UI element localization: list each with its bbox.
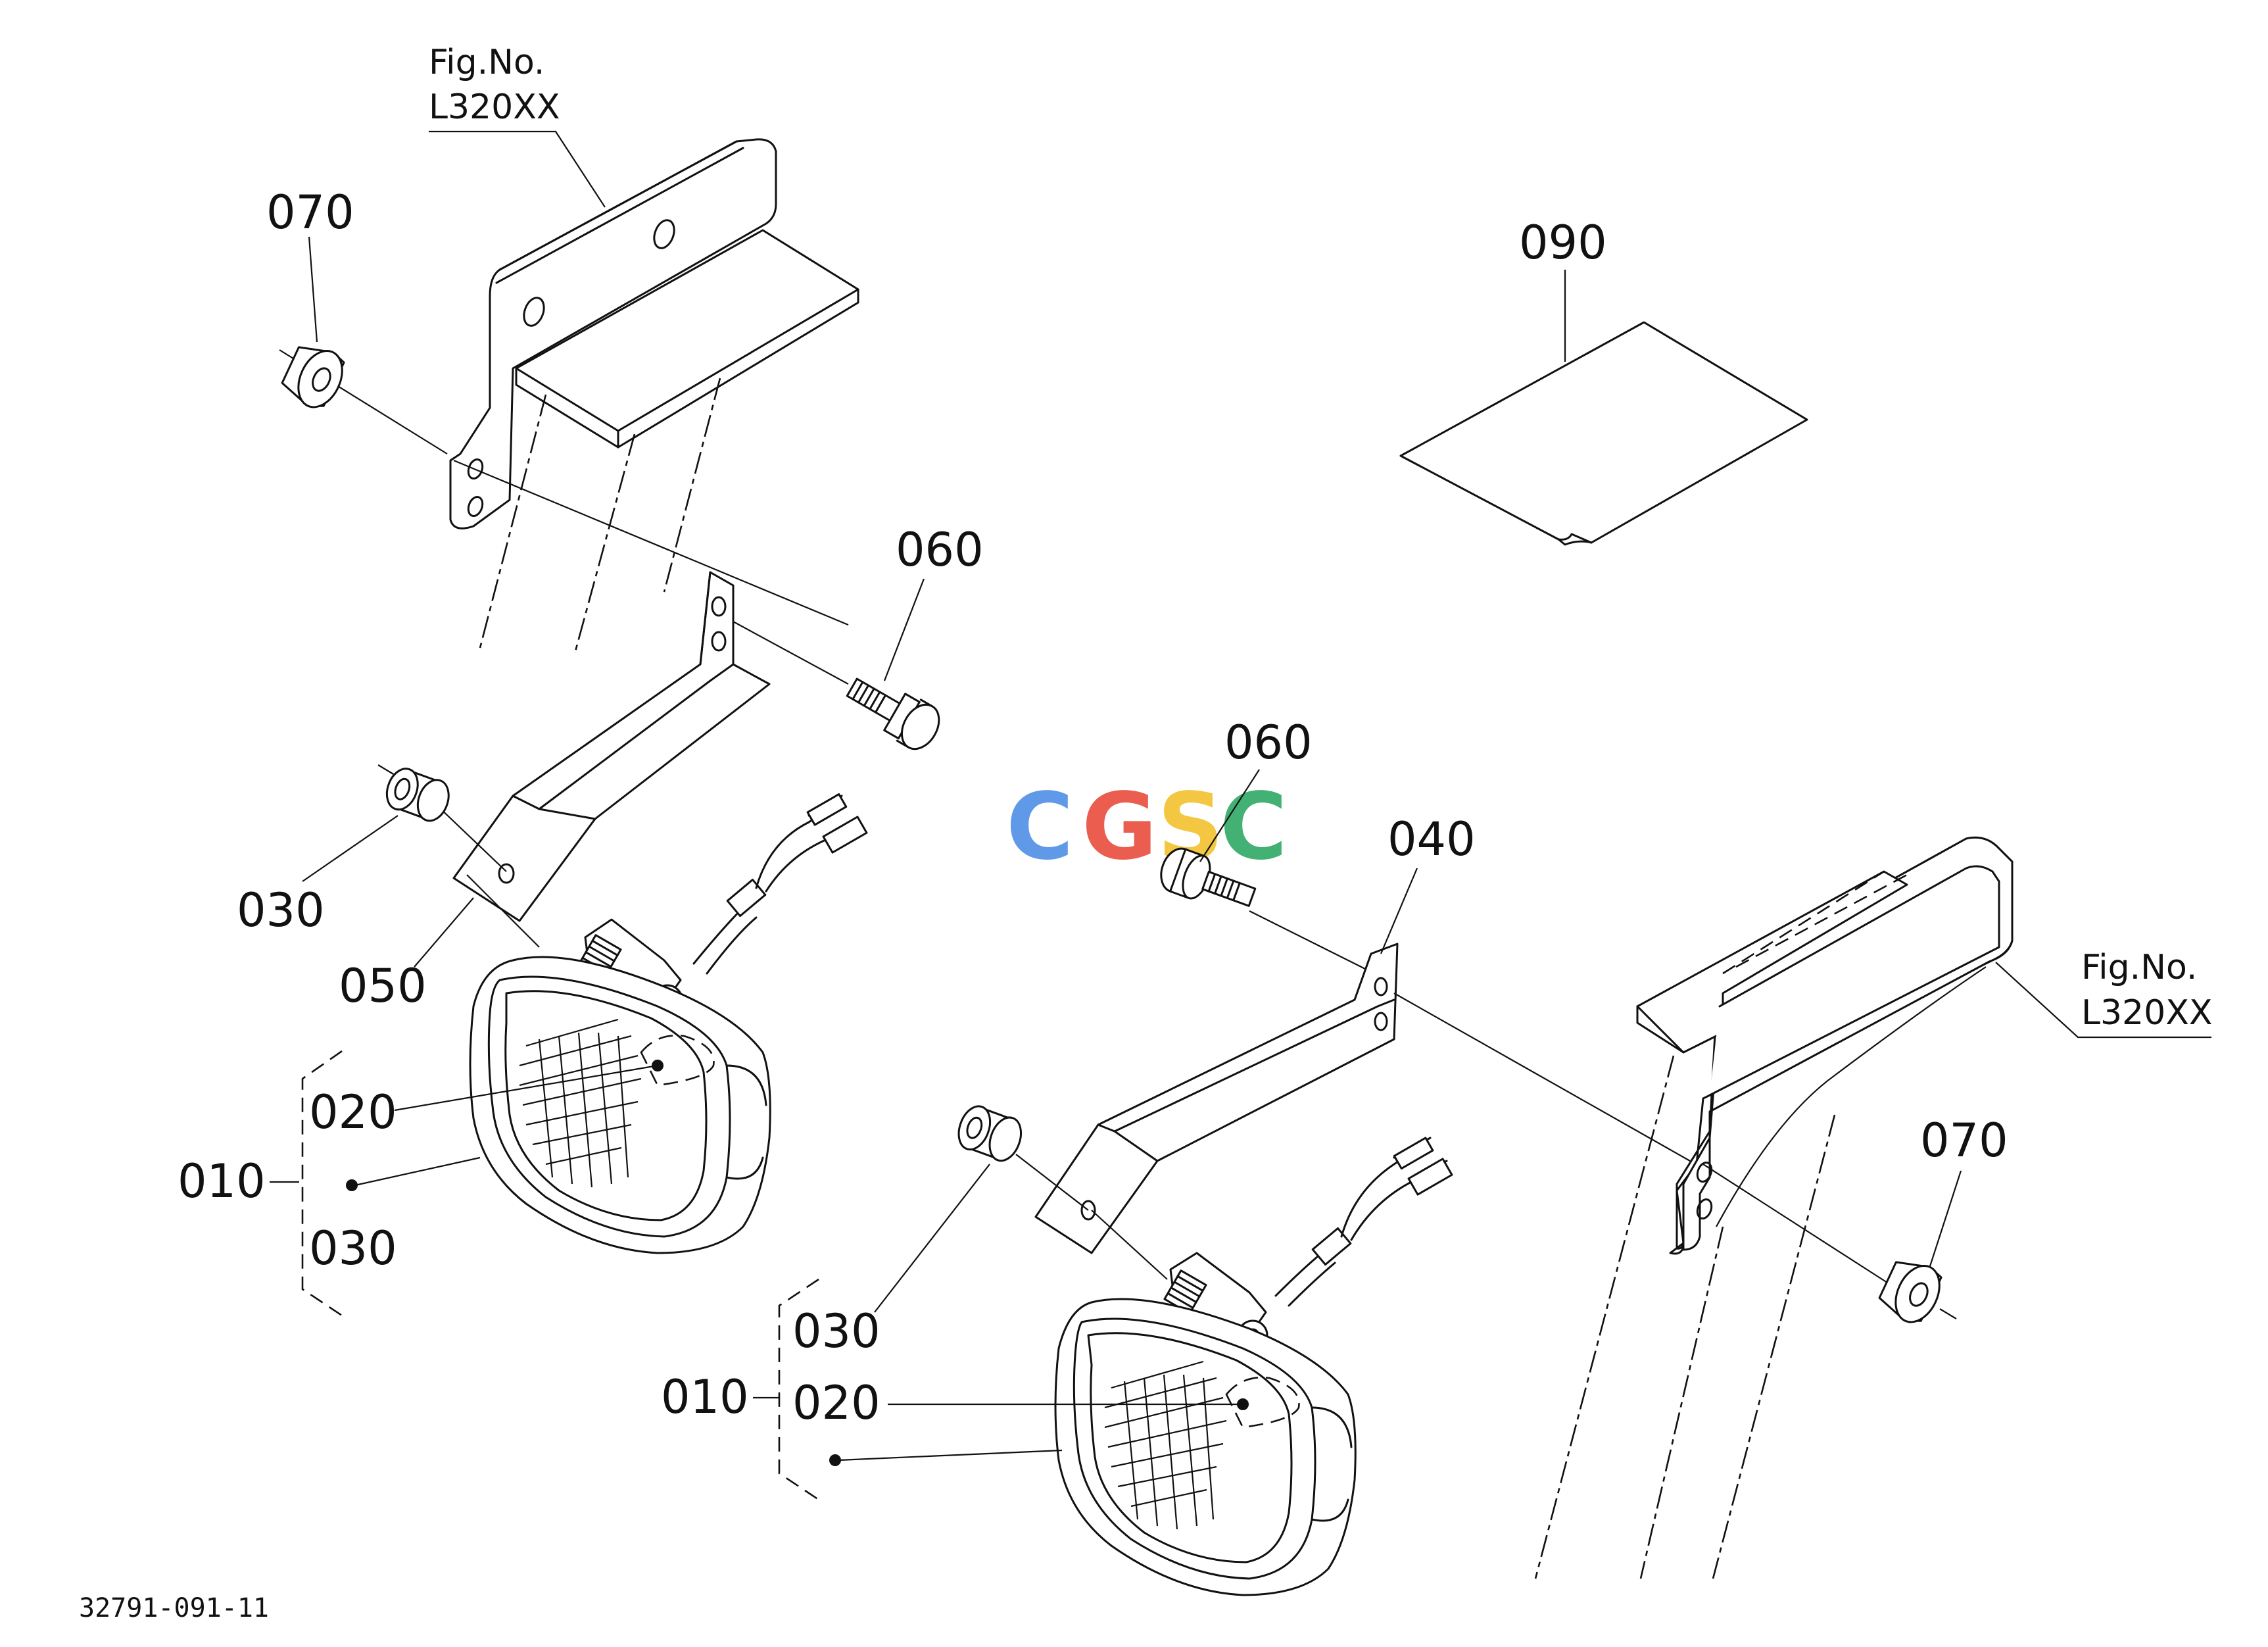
callout-040: 040 [1387,812,1476,866]
work-lamp-right: 020 010 [661,1137,1453,1596]
diagram-code: 32791-091-11 [79,1593,269,1623]
callout-090: 090 [1519,216,1607,270]
fig-ref-top-line2: L320XX [429,87,560,127]
callout-030-left-lower: 030 [309,1221,397,1275]
watermark-letter-c1: C [1006,774,1074,881]
fig-ref-right-line1: Fig.No. [2081,948,2197,987]
fig-ref-top-line1: Fig.No. [429,43,544,82]
lamp-lens-grid-right [1104,1360,1227,1530]
figure-reference-top: Fig.No. L320XX [429,43,606,208]
callout-030-left: 030 [237,883,325,937]
callout-060-top: 060 [896,523,984,577]
watermark-letter-c2: C [1220,774,1288,881]
bracket-050: 050 [339,571,771,1013]
callout-010-bottom: 010 [661,1370,749,1424]
callout-050: 050 [339,959,427,1013]
grommet-030-bottom: 030 [792,1105,1089,1358]
bracket-040: 040 [1034,812,1691,1254]
grommet-030-left: 030 [237,764,507,937]
fig-ref-right-line2: L320XX [2081,993,2212,1033]
lamp-lens-grid-left [519,1018,642,1188]
frame-plate-right [1534,836,2014,1579]
callout-020-bottom: 020 [792,1376,881,1430]
watermark-letter-g: G [1082,774,1157,881]
flange-nut-right: 070 [1702,1114,2008,1323]
work-lamp-left: 020 010 030 [178,793,868,1317]
callout-020-left: 020 [309,1085,397,1139]
watermark-logo: C G S C [1006,774,1288,881]
callout-070-top: 070 [266,185,354,239]
figure-reference-right: Fig.No. L320XX [1995,948,2212,1039]
sheet-part-090: 090 [1399,216,1808,546]
callout-060-middle: 060 [1224,716,1313,770]
flange-nut-top: 070 [266,185,849,626]
bolt-060-middle: 060 [1160,716,1368,971]
callout-070-right: 070 [1920,1114,2008,1168]
frame-plate-left [449,138,859,652]
callout-030-bottom: 030 [792,1304,881,1358]
bolt-060-top: 060 [733,523,984,750]
callout-010-left: 010 [178,1154,266,1208]
